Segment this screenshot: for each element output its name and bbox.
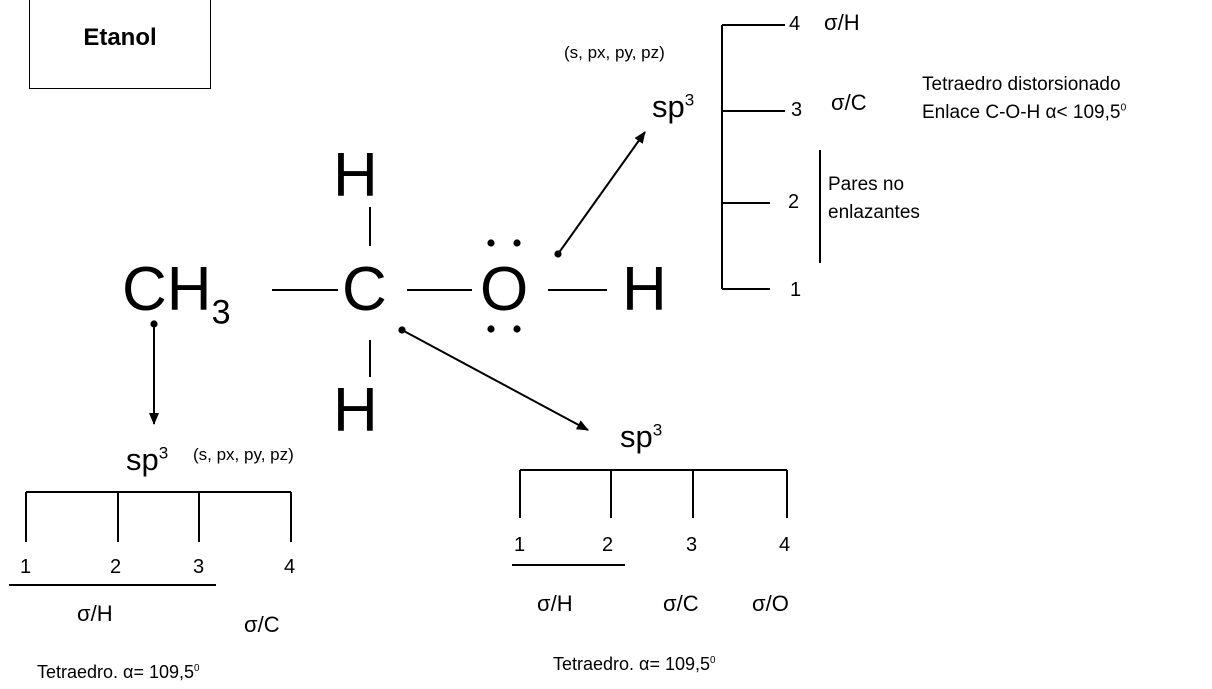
ch3-geometry: Tetraedro. α= 109,50	[37, 663, 200, 681]
arrow-origin-dot-ch3	[150, 320, 158, 328]
c-label-sigma-o: σ/O	[752, 591, 789, 616]
o-lone-pair-dot	[487, 239, 495, 247]
c-geometry-base: Tetraedro. α= 109,5	[553, 654, 711, 674]
o-lone-pair-dot	[487, 325, 495, 333]
o-level-2-num: 2	[788, 191, 800, 213]
ch3-num-1: 1	[20, 556, 32, 578]
ch3-hybrid-base: sp	[126, 442, 159, 477]
c-hybrid-exp: 3	[652, 420, 663, 440]
carbon-atom: C	[342, 255, 387, 324]
o-pairs-line1: Pares no	[828, 174, 905, 195]
o-lone-pair-dot	[513, 239, 521, 247]
o-geometry-line2-base: Enlace C-O-H α< 109,5	[922, 102, 1121, 123]
ch3-label-sigma-c: σ/C	[244, 612, 280, 637]
c-geometry-exp: 0	[710, 655, 716, 666]
hydrogen-top: H	[333, 141, 378, 210]
o-hybrid: sp3	[652, 91, 694, 122]
ch3-hybrid-exp: 3	[158, 443, 169, 463]
o-level-1-num: 1	[790, 279, 802, 301]
o-hybrid-base: sp	[652, 89, 685, 124]
c-num-4: 4	[779, 534, 791, 556]
o-pairs-line2: enlazantes	[828, 202, 920, 223]
o-level-4-label: σ/H	[824, 10, 860, 35]
o-geometry-line2: Enlace C-O-H α< 109,50	[922, 103, 1126, 122]
c-hybrid: sp3	[620, 421, 662, 452]
o-lone-pair-dot	[513, 325, 521, 333]
title-label: Etanol	[83, 24, 157, 51]
c-geometry: Tetraedro. α= 109,50	[553, 655, 716, 673]
arrow-c-to-sp3	[401, 329, 589, 431]
hydrogen-bottom: H	[333, 376, 378, 445]
ch3-geometry-base: Tetraedro. α= 109,5	[37, 662, 195, 682]
arrow-o-to-sp3	[557, 131, 646, 255]
ch3-geometry-exp: 0	[194, 663, 200, 674]
o-level-3-label: σ/C	[831, 90, 867, 115]
arrow-origin-dot-c	[398, 326, 406, 334]
arrow-origin-dot-o	[554, 250, 562, 258]
ch3-orbitals: (s, px, py, pz)	[193, 445, 294, 464]
oxygen-atom: O	[480, 255, 529, 324]
c-num-2: 2	[602, 534, 614, 556]
ch3-group: CH3	[122, 259, 231, 330]
hydrogen-right: H	[622, 255, 667, 324]
o-level-3-num: 3	[791, 99, 803, 121]
c-num-3: 3	[686, 534, 698, 556]
c-num-1: 1	[514, 534, 526, 556]
o-hybrid-exp: 3	[684, 90, 695, 110]
ch3-num-2: 2	[110, 556, 122, 578]
o-geometry-line2-exp: 0	[1120, 102, 1127, 114]
c-label-sigma-h: σ/H	[537, 591, 573, 616]
ch3-hybrid: sp3	[126, 444, 168, 475]
o-geometry-line1: Tetraedro distorsionado	[922, 74, 1121, 95]
o-orbitals: (s, px, py, pz)	[564, 43, 665, 62]
title-box: Etanol	[29, 0, 211, 89]
ch3-label-sigma-h: σ/H	[77, 601, 113, 626]
o-level-4-num: 4	[789, 13, 801, 35]
ch3-num-4: 4	[284, 556, 296, 578]
ch3-subscript: 3	[211, 293, 231, 332]
ch3-num-3: 3	[193, 556, 205, 578]
c-label-sigma-c: σ/C	[663, 591, 699, 616]
c-hybrid-base: sp	[620, 419, 653, 454]
ch3-label: CH	[122, 255, 212, 324]
